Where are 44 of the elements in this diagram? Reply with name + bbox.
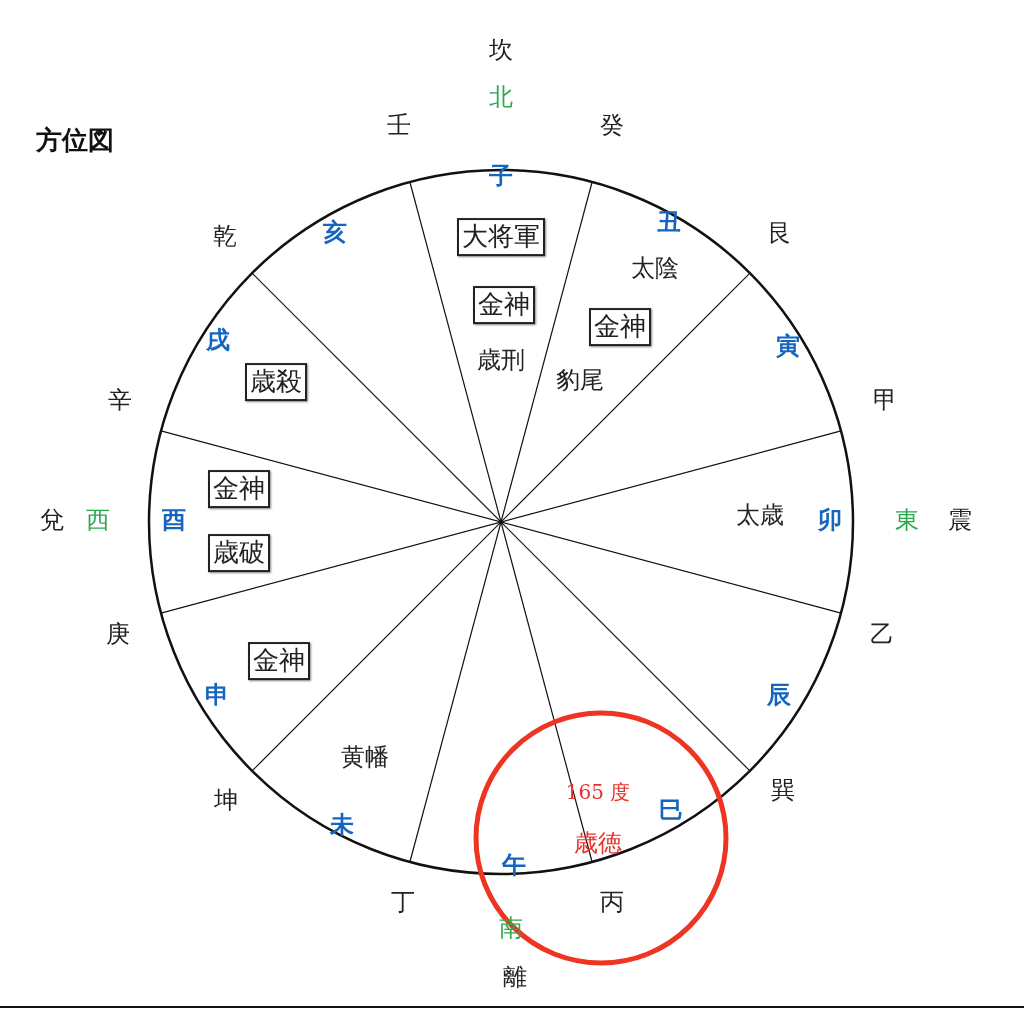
boxed-term: 金神 <box>208 470 270 508</box>
branch-label: 卯 <box>818 506 842 534</box>
boxed-term: 大将軍 <box>457 218 545 256</box>
direction-label: 巽 <box>771 776 795 804</box>
boxed-term: 金神 <box>473 286 535 324</box>
direction-label: 甲 <box>873 386 897 414</box>
direction-label: 乾 <box>213 222 237 250</box>
direction-label: 北 <box>489 83 513 111</box>
direction-label: 辛 <box>108 386 132 414</box>
boxed-term: 金神 <box>589 308 651 346</box>
direction-label: 太歳 <box>736 501 784 529</box>
branch-label: 午 <box>502 851 526 879</box>
direction-label: 西 <box>86 506 110 534</box>
direction-label: 艮 <box>768 219 792 247</box>
direction-label: 震 <box>948 506 972 534</box>
boxed-term: 金神 <box>248 642 310 680</box>
branch-label: 丑 <box>657 208 681 236</box>
direction-label: 壬 <box>387 111 411 139</box>
direction-label: 豹尾 <box>556 366 604 394</box>
direction-label: 丙 <box>600 888 624 916</box>
branch-label: 寅 <box>776 332 800 360</box>
branch-label: 辰 <box>767 681 791 709</box>
branch-label: 亥 <box>323 218 347 246</box>
title: 方位図 <box>36 125 114 155</box>
direction-label: 癸 <box>600 111 624 139</box>
direction-label: 太陰 <box>631 254 679 282</box>
branch-label: 戌 <box>206 326 230 354</box>
direction-label: 乙 <box>870 620 894 648</box>
direction-label: 庚 <box>106 620 130 648</box>
direction-label: 兌 <box>40 506 64 534</box>
boxed-term: 歳殺 <box>245 363 307 401</box>
direction-label: 東 <box>895 506 919 534</box>
branch-label: 酉 <box>162 506 186 534</box>
direction-label: 歳刑 <box>477 346 525 374</box>
highlight-circle <box>473 710 729 966</box>
branch-label: 未 <box>330 811 354 839</box>
boxed-term: 歳破 <box>208 534 270 572</box>
direction-label: 坎 <box>489 36 513 64</box>
branch-label: 巳 <box>659 796 683 824</box>
direction-label: 丁 <box>391 888 415 916</box>
branch-label: 申 <box>205 681 229 709</box>
direction-label: 坤 <box>214 786 238 814</box>
direction-label: 黄幡 <box>341 743 389 771</box>
branch-label: 子 <box>489 162 513 190</box>
